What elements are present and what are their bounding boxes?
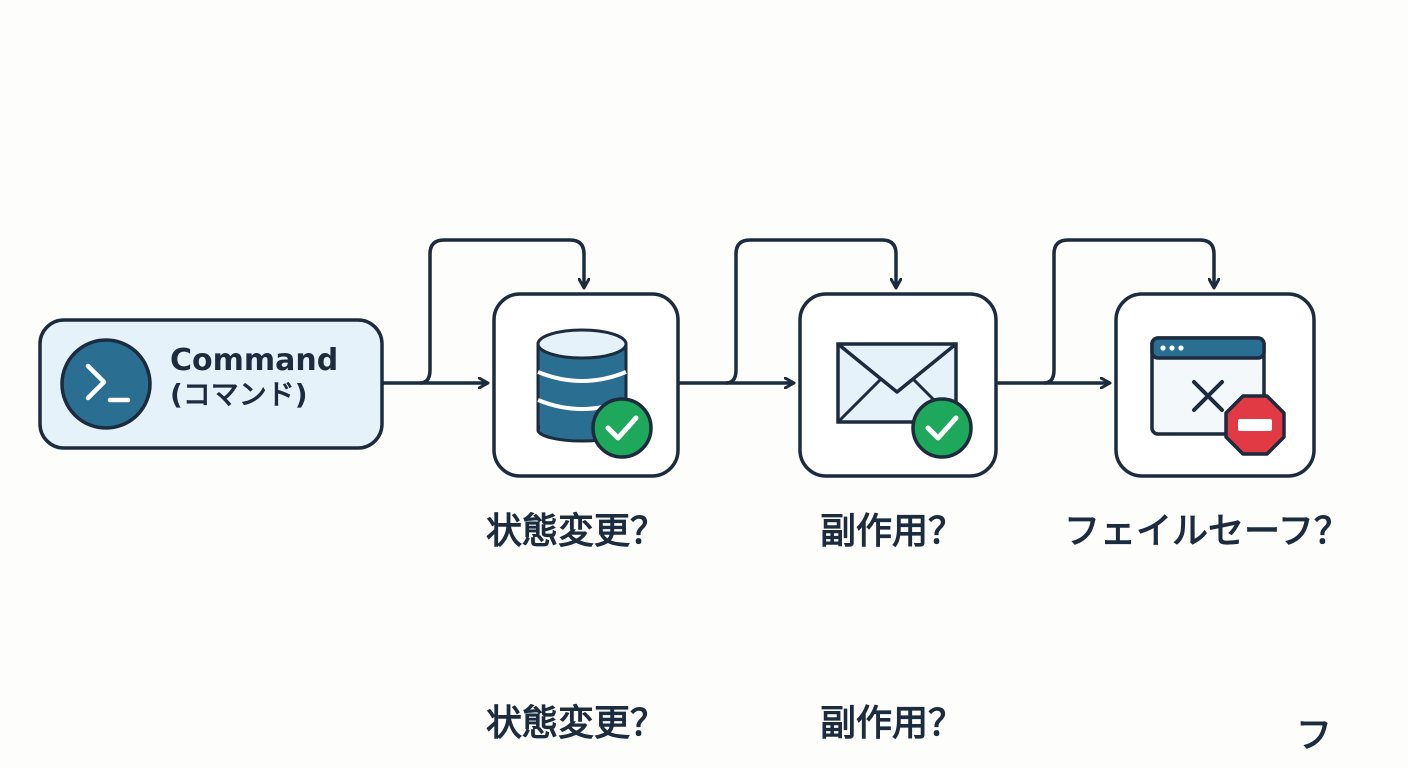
failsafe-node [1114, 292, 1316, 478]
repeated-label-state-change: 状態変更？ [486, 703, 667, 744]
state-change-node [492, 292, 680, 478]
browser-window-x-icon [1150, 336, 1266, 436]
loop-arrow-1 [419, 238, 584, 385]
command-node [38, 318, 384, 450]
loop-connectors [419, 238, 1214, 385]
step-label-state-change: 状態変更？ [486, 511, 667, 552]
loop-arrow-2 [725, 238, 896, 385]
step-label-side-effect: 副作用？ [820, 511, 965, 552]
check-badge-icon [591, 397, 653, 459]
stop-sign-icon [1224, 394, 1286, 456]
loop-arrow-3 [1043, 238, 1214, 385]
step-label-failsafe: フェイルセーフ？ [1064, 511, 1350, 552]
command-text: Command (コマンド) [170, 343, 339, 411]
command-subtitle: (コマンド) [170, 377, 308, 411]
repeated-label-failsafe: フ [1296, 715, 1333, 750]
command-title: Command [170, 343, 339, 378]
repeated-label-side-effect: 副作用？ [820, 703, 965, 744]
terminal-prompt-icon [60, 338, 152, 430]
repeated-label-failsafe-clipped: フ [1296, 706, 1358, 750]
side-effect-node [798, 292, 998, 478]
check-badge-icon [911, 397, 973, 459]
